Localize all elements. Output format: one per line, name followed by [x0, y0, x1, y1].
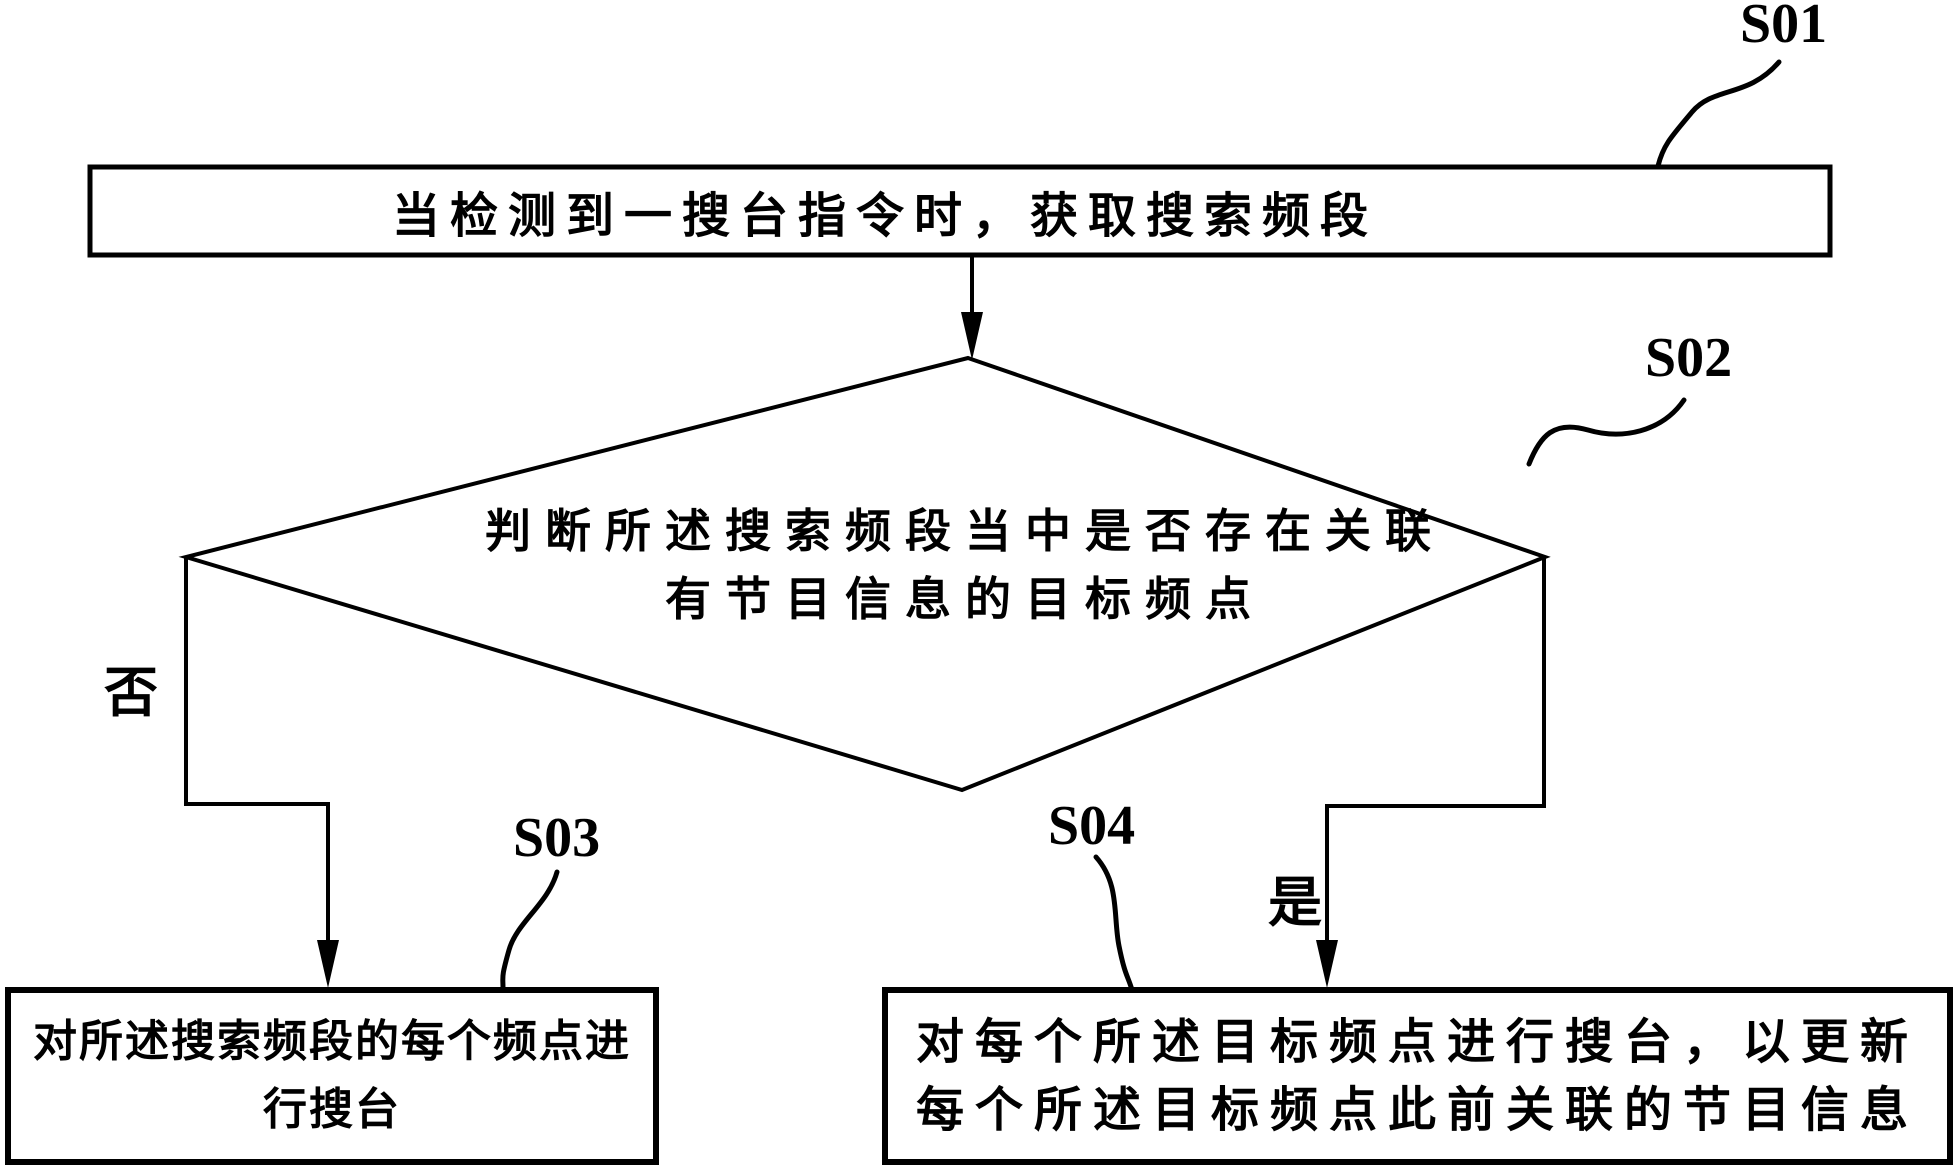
s03-line-2: 行搜台 [263, 1084, 401, 1135]
leader-line-s02 [1526, 397, 1687, 467]
step-label-s03: S03 [513, 807, 601, 869]
process-box-s03 [5, 987, 659, 1165]
process-box-s01 [87, 164, 1833, 258]
s03-line-1: 对所述搜索频段的每个频点进 [33, 1016, 631, 1067]
s04-line-2: 每个所述目标频点此前关联的节目信息 [915, 1082, 1919, 1138]
step-label-s04: S04 [1048, 795, 1136, 857]
decision-line-1: 判断所述搜索频段当中是否存在关联 [485, 504, 1445, 558]
arrowhead-no-branch [317, 940, 339, 988]
no-branch-line [184, 558, 330, 944]
decision-diamond-s02 [178, 355, 1551, 793]
s04-line-1: 对每个所述目标频点进行搜台，以更新 [915, 1014, 1919, 1070]
arrowhead-s01-to-s02 [961, 312, 983, 360]
process-box-s03-text: 对所述搜索频段的每个频点进 行搜台 [8, 990, 656, 1162]
process-box-s04 [882, 987, 1953, 1165]
yes-branch-line [1325, 558, 1546, 944]
yes-branch-label: 是 [1268, 871, 1322, 934]
leader-line-s03 [500, 869, 560, 991]
leader-line-s04 [1093, 854, 1135, 993]
decision-line-2: 有节目信息的目标频点 [665, 572, 1265, 626]
step-label-s02: S02 [1645, 327, 1733, 389]
step-label-s01: S01 [1740, 0, 1828, 55]
process-box-s01-text: 当检测到一搜台指令时，获取搜索频段 [90, 167, 1830, 255]
decision-diamond-text: 判断所述搜索频段当中是否存在关联 有节目信息的目标频点 [300, 497, 1630, 633]
process-box-s04-text: 对每个所述目标频点进行搜台，以更新 每个所述目标频点此前关联的节目信息 [885, 990, 1950, 1162]
process-box-s01-line: 当检测到一搜台指令时，获取搜索频段 [391, 188, 1378, 244]
arrowhead-yes-branch [1316, 940, 1338, 988]
no-branch-label: 否 [104, 661, 158, 724]
leader-line-s01 [1655, 59, 1782, 169]
